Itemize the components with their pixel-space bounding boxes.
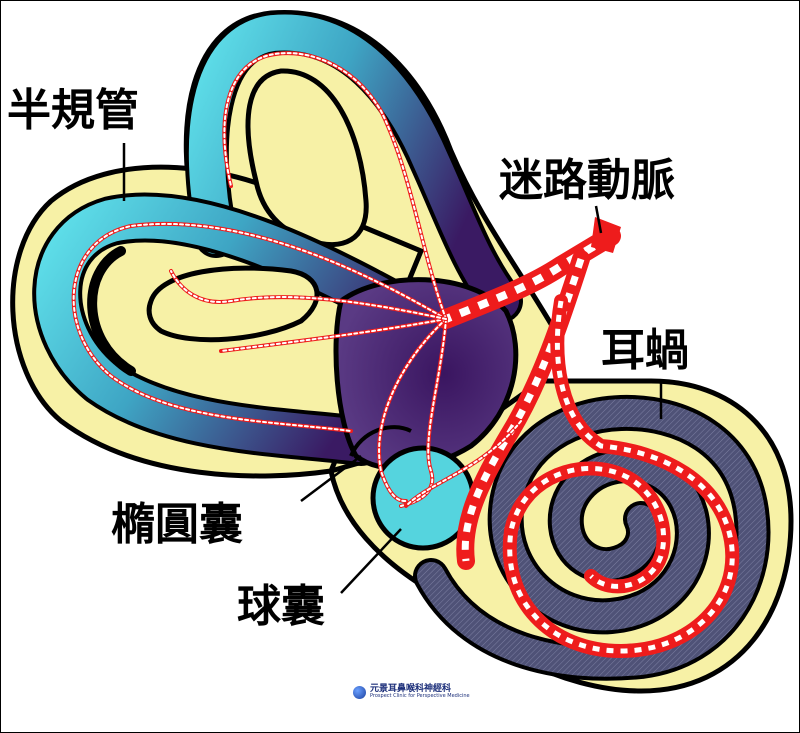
leader-utricle — [300, 455, 362, 502]
watermark-text: 元景耳鼻喉科神經科 Prospect Clinic for Perspectiv… — [370, 685, 470, 699]
watermark-sub: Prospect Clinic for Perspective Medicine — [370, 693, 470, 699]
label-semicircular-canals: 半規管 — [7, 85, 139, 136]
superior-canal — [184, 10, 523, 323]
lateral-loop-hole — [146, 265, 320, 343]
utricle-bulge — [349, 425, 412, 457]
lateral-loop-black-band — [87, 246, 136, 376]
leader-saccule — [340, 528, 402, 594]
labyrinthine-artery — [71, 51, 740, 659]
label-saccule: 球囊 — [237, 581, 325, 632]
artery-canal-vessels — [71, 51, 523, 508]
lateral-canal — [32, 192, 446, 466]
artery-cut-end — [591, 217, 621, 253]
watermark-main: 元景耳鼻喉科神經科 — [370, 684, 452, 694]
clinic-watermark: 元景耳鼻喉科神經科 Prospect Clinic for Perspectiv… — [353, 685, 470, 699]
leader-artery — [594, 205, 603, 234]
clinic-logo-icon — [353, 685, 366, 699]
leader-lines — [122, 143, 663, 594]
label-cochlea: 耳蝸 — [601, 325, 689, 376]
label-utricle: 橢圓囊 — [111, 499, 243, 550]
label-labyrinthine-artery: 迷路動脈 — [499, 155, 675, 206]
